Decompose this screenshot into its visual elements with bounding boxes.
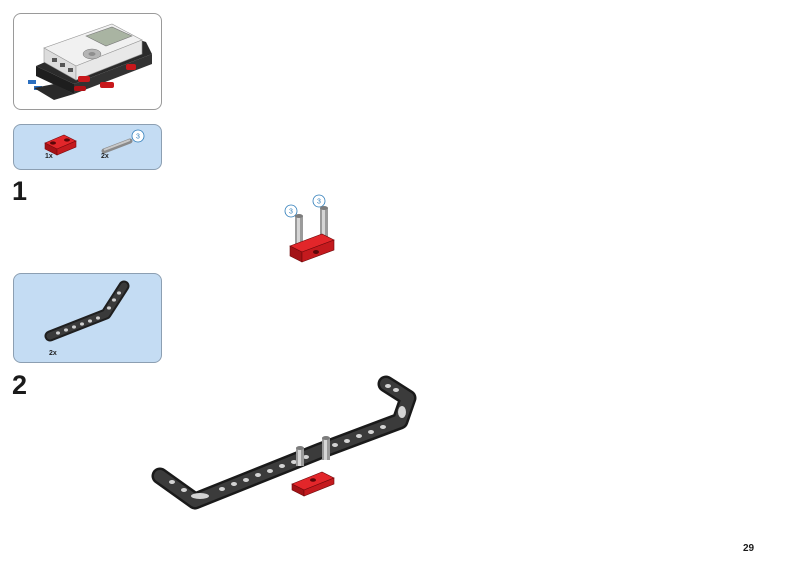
step-number: 2 xyxy=(12,370,28,400)
axle-callout-right: 3 xyxy=(317,199,321,206)
axle-callout-left: 3 xyxy=(289,209,293,216)
part-quantity: 2x xyxy=(101,153,109,160)
sub-model-panel xyxy=(13,13,162,110)
step-number: 1 xyxy=(12,176,28,206)
axle-length-callout: 3 xyxy=(131,129,145,143)
parts-list-panel-step-2: 2x xyxy=(13,273,162,363)
parts-list-panel-step-1: 1x 3 2x xyxy=(13,124,162,170)
part-quantity: 2x xyxy=(49,350,57,357)
page-number: 29 xyxy=(743,543,755,554)
black-bent-liftarm-icon xyxy=(44,280,130,342)
red-axle-connector-icon xyxy=(44,134,77,156)
axle-length-text: 3 xyxy=(136,134,140,141)
ev3-brick-assembly-icon xyxy=(28,23,152,100)
step-2-assembly-illustration xyxy=(151,375,417,510)
part-quantity: 1x xyxy=(45,153,53,160)
grey-axle-icon xyxy=(101,138,133,154)
step-1-assembly-illustration: 3 3 xyxy=(284,194,335,263)
